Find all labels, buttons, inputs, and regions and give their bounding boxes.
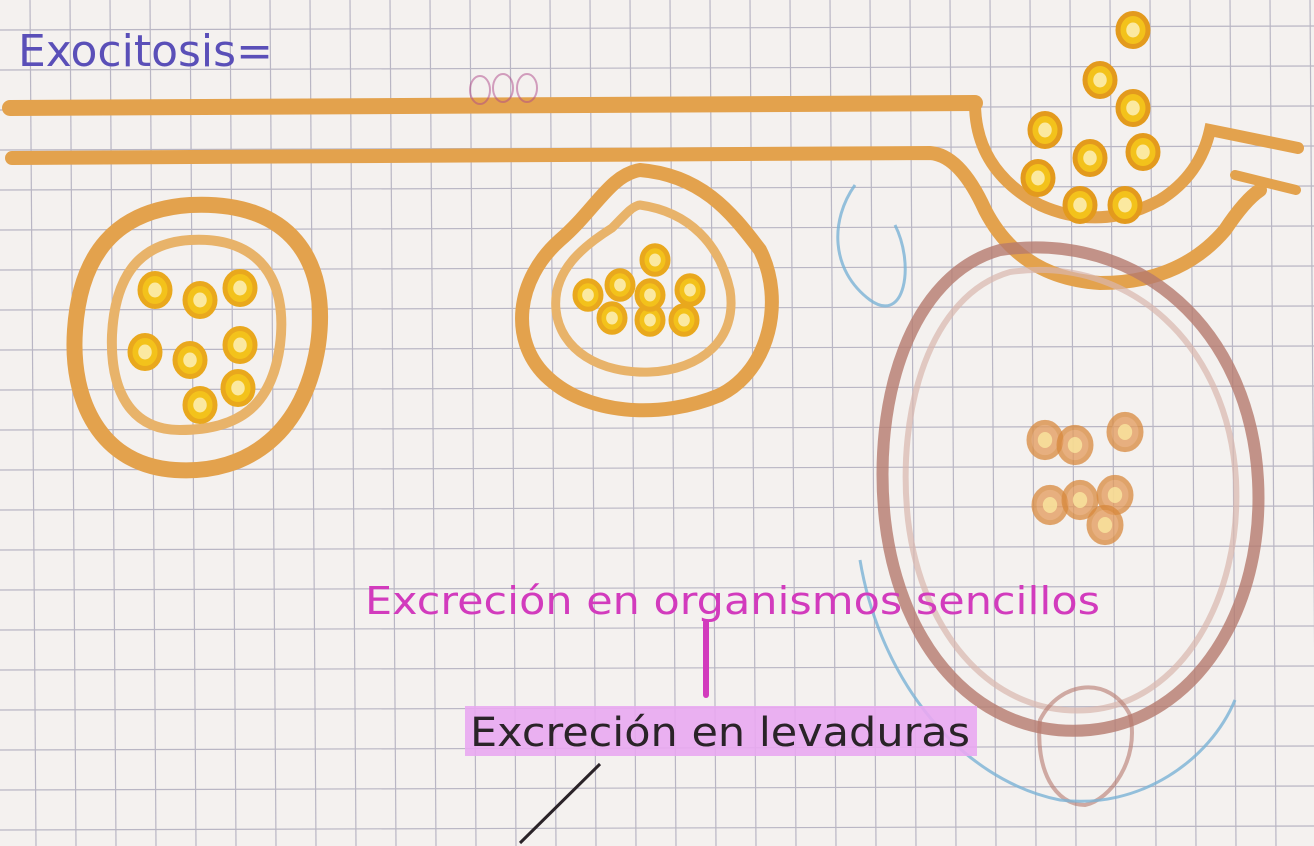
granule-core: [606, 312, 618, 325]
granule-core: [193, 293, 207, 308]
granule-core: [1068, 437, 1082, 453]
granule-core: [644, 314, 656, 327]
page-title: Exocitosis=: [18, 26, 273, 77]
vesicle-granules: [130, 272, 255, 422]
granule-core: [1043, 497, 1057, 513]
granule-core: [1093, 73, 1107, 88]
yeast-granules: [1029, 414, 1141, 542]
granule-core: [183, 353, 197, 368]
granule-core: [649, 254, 661, 267]
granule-core: [1031, 171, 1045, 186]
granule-core: [1126, 23, 1140, 38]
granule-core: [1118, 198, 1132, 213]
granule-core: [1038, 432, 1052, 448]
granule-core: [684, 284, 696, 297]
granule-core: [582, 289, 594, 302]
granule-core: [1136, 145, 1150, 160]
released-granules: [1023, 14, 1158, 222]
granule-core: [148, 283, 162, 298]
granule-core: [231, 381, 245, 396]
granule-core: [644, 289, 656, 302]
granule-core: [1073, 492, 1087, 508]
granule-core: [193, 398, 207, 413]
granule-core: [1126, 101, 1140, 116]
label-yeasts: Excreción en levaduras: [470, 710, 970, 756]
granule-core: [1098, 517, 1112, 533]
vesicle-free: [74, 205, 320, 471]
granule-core: [138, 345, 152, 360]
connector-line-black: [520, 764, 600, 843]
granule-core: [678, 314, 690, 327]
granule-core: [1038, 123, 1052, 138]
vesicle-fusing: [522, 170, 772, 410]
granule-core: [233, 338, 247, 353]
granule-core: [1108, 487, 1122, 503]
granule-core: [233, 281, 247, 296]
granule-core: [614, 279, 626, 292]
vesicle-granules: [575, 246, 703, 335]
granule-core: [1073, 198, 1087, 213]
granule-core: [1083, 151, 1097, 166]
granule-core: [1118, 424, 1132, 440]
label-simple-organisms: Excreción en organismos sencillos: [365, 579, 1100, 623]
